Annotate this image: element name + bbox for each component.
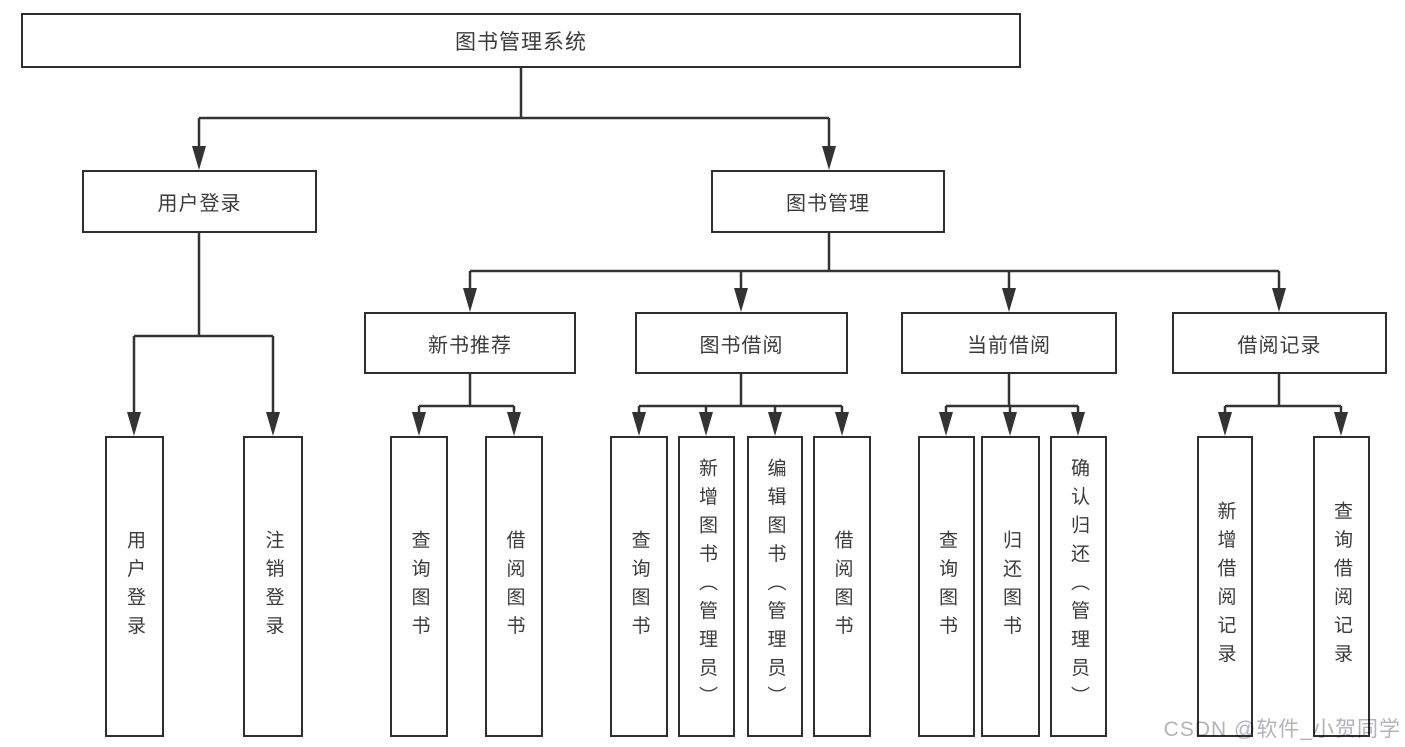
arrowhead — [939, 412, 953, 436]
arrowhead — [632, 412, 646, 436]
connector-new-book — [417, 374, 516, 418]
arrowhead — [1334, 412, 1348, 436]
node-library-system: 图书管理系统 — [21, 13, 1021, 68]
arrowhead — [507, 412, 521, 436]
arrowhead — [1272, 288, 1286, 312]
leaf-current-confirm-return-admin: 确认归还（管理员） — [1050, 436, 1107, 737]
connector-borrow-record — [1223, 374, 1343, 418]
node-book-borrowing: 图书借阅 — [635, 312, 848, 374]
leaf-label: 新增借阅记录 — [1214, 501, 1236, 672]
arrowhead — [822, 146, 836, 170]
arrowheads — [127, 146, 1348, 436]
leaf-logout: 注销登录 — [243, 436, 303, 737]
leaf-label: 借阅图书 — [831, 529, 853, 644]
leaf-current-query-books: 查询图书 — [918, 436, 975, 737]
leaf-label: 查询图书 — [936, 529, 957, 644]
leaf-newbook-query-books: 查询图书 — [390, 436, 448, 737]
leaf-label: 查询图书 — [628, 529, 650, 644]
connector-book-borrow — [637, 374, 844, 418]
leaf-borrowing-borrow-books: 借阅图书 — [813, 436, 871, 737]
arrowhead — [1071, 412, 1085, 436]
node-new-book-recommend: 新书推荐 — [364, 312, 576, 374]
leaf-label: 编辑图书（管理员） — [764, 458, 786, 715]
leaf-label: 查询借阅记录 — [1331, 501, 1352, 672]
leaf-records-query-record: 查询借阅记录 — [1313, 436, 1370, 737]
arrowhead — [463, 288, 477, 312]
arrowhead — [266, 412, 280, 436]
node-borrowing-records: 借阅记录 — [1172, 312, 1387, 374]
leaf-current-return-books: 归还图书 — [981, 436, 1040, 737]
arrowhead — [1218, 412, 1232, 436]
arrowhead — [734, 288, 748, 312]
arrowhead — [835, 412, 849, 436]
arrowhead — [768, 412, 782, 436]
connector-root — [197, 68, 831, 150]
arrowhead — [412, 412, 426, 436]
connector-book-mgmt — [468, 233, 1281, 292]
leaf-label: 归还图书 — [1000, 529, 1021, 644]
leaf-borrowing-query-books: 查询图书 — [610, 436, 668, 737]
connector-user-login — [132, 233, 275, 418]
connector-current-borrow — [944, 374, 1080, 418]
leaf-label: 借阅图书 — [503, 529, 525, 644]
arrowhead — [1002, 288, 1016, 312]
arrowhead — [127, 412, 141, 436]
leaf-newbook-borrow-books: 借阅图书 — [485, 436, 543, 737]
csdn-watermark: CSDN @软件_小贺同学 — [1163, 718, 1401, 741]
leaf-label: 注销登录 — [262, 529, 284, 644]
leaf-label: 查询图书 — [408, 529, 430, 644]
leaf-borrowing-edit-books-admin: 编辑图书（管理员） — [747, 436, 803, 737]
leaf-label: 确认归还（管理员） — [1068, 458, 1089, 715]
leaf-records-add-record: 新增借阅记录 — [1197, 436, 1253, 737]
node-user-login: 用户登录 — [82, 170, 317, 233]
arrowhead — [1003, 412, 1017, 436]
arrowhead — [699, 412, 713, 436]
arrowhead — [192, 146, 206, 170]
node-book-management: 图书管理 — [711, 170, 945, 233]
leaf-borrowing-add-books-admin: 新增图书（管理员） — [678, 436, 735, 737]
leaf-user-login: 用户登录 — [105, 436, 164, 737]
leaf-label: 用户登录 — [124, 529, 145, 644]
node-current-borrowing: 当前借阅 — [901, 312, 1117, 374]
leaf-label: 新增图书（管理员） — [696, 458, 717, 715]
